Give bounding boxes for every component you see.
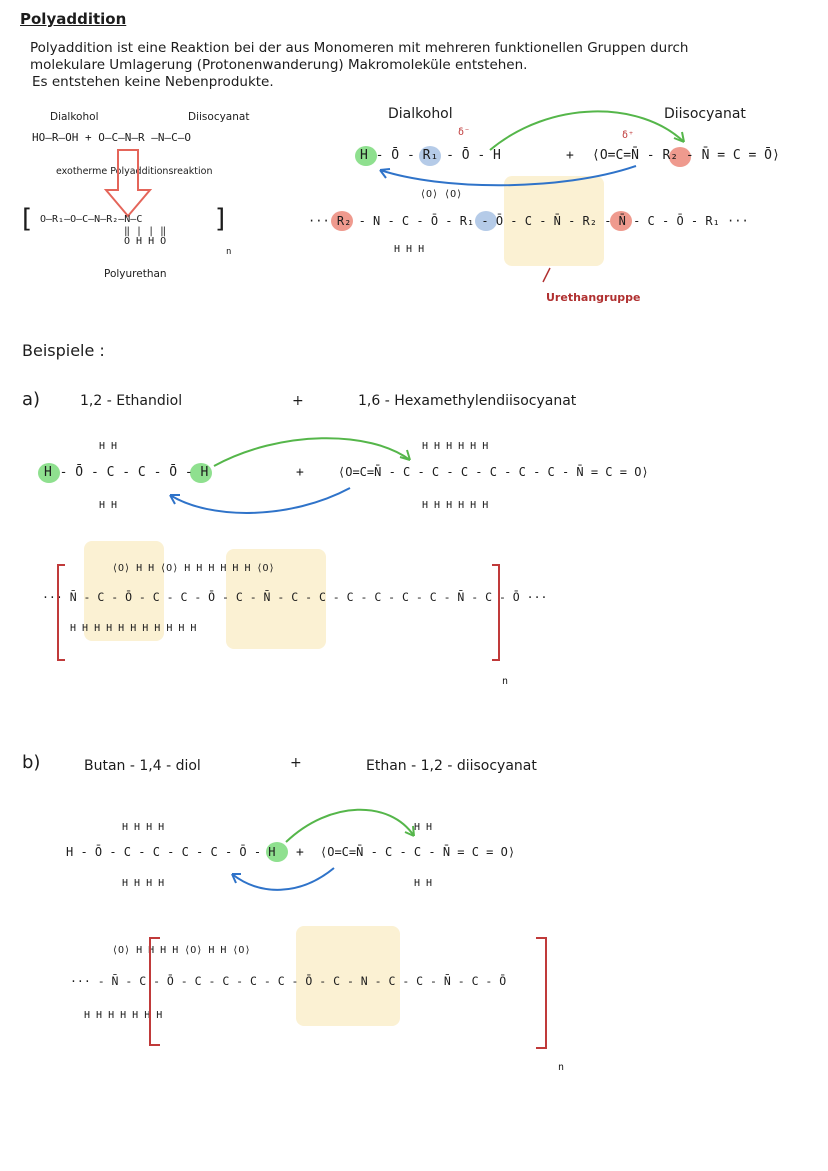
example-a-blue-arrow [169, 487, 351, 514]
chain-r1-dot [475, 211, 497, 231]
example-a-plus-2: + [296, 465, 304, 480]
product-name: Polyurethan [104, 268, 167, 280]
diol-h-dot [38, 463, 60, 483]
example-b-highlight [296, 926, 400, 1026]
urethane-pointer [542, 267, 551, 283]
example-b-plus: + [290, 755, 302, 771]
mechanism-plus: + [566, 148, 574, 163]
intro-line-1: Polyaddition ist eine Reaktion bei der a… [30, 40, 689, 56]
mechanism-chain-top: ⟨O⟩ ⟨O⟩ [420, 189, 463, 200]
product-formula: O—R₁—O—C—N—R₂—N—C [40, 214, 143, 225]
example-a-n: n [502, 676, 509, 687]
general-dialkohol-label: Dialkohol [50, 111, 99, 123]
example-b-reactant1: Butan - 1,4 - diol [84, 758, 201, 774]
diol-b-h-dot [266, 842, 288, 862]
mechanism-green-arrow [489, 110, 685, 151]
example-a-marker: a) [22, 389, 41, 410]
example-b-diol-top: H H H H [122, 822, 165, 833]
r1-highlight-dot [419, 146, 441, 166]
example-a-bracket-left [57, 564, 65, 661]
example-a-diol: H - Ō - C - C - Ō - H [44, 465, 209, 480]
example-a-poly: ··· N̄ - C - Ō - C - C - Ō - C - N̄ - C … [42, 590, 548, 604]
chain-r2-dot [610, 211, 632, 231]
example-a-green-arrow [213, 437, 411, 467]
general-diisocyanat-label: Diisocyanat [188, 111, 250, 123]
product-bracket-right: ] [215, 204, 226, 234]
intro-line-3: Es entstehen keine Nebenprodukte. [32, 74, 274, 90]
example-b-poly: ··· - N̄ - C - Ō - C - C - C - C - Ō - C… [70, 974, 507, 988]
example-a-iso-bottom: H H H H H H [422, 500, 489, 511]
example-a-reactant1: 1,2 - Ethandiol [80, 393, 183, 409]
examples-label: Beispiele : [22, 341, 105, 360]
product-bracket-left: [ [22, 204, 33, 234]
mechanism-dialkohol-label: Dialkohol [388, 106, 453, 122]
product-sub1: ‖ | | ‖ [124, 226, 167, 237]
mechanism-dialkohol-formula: H - Ō - R₁ - Ō - H [360, 148, 501, 163]
example-a-highlight-1 [84, 541, 164, 641]
example-b-green-arrow [285, 808, 415, 843]
delta-minus: δ⁻ [458, 127, 471, 138]
urethane-highlight [504, 176, 604, 266]
mechanism-diisocyanat-label: Diisocyanat [664, 106, 746, 122]
example-a-poly-bottom: H H H H H H H H H H H [70, 623, 197, 634]
example-b-blue-arrow [231, 867, 335, 891]
product-sub2: O H H O [124, 236, 167, 247]
example-a-diol-top: H H [99, 441, 118, 452]
example-a-diol-bottom: H H [99, 500, 118, 511]
example-b-iso-bottom: H H [414, 878, 433, 889]
example-b-bracket-left [149, 937, 160, 1046]
example-b-bracket-right [536, 937, 547, 1049]
h-highlight-dot [355, 146, 377, 166]
general-equation: HO—R—OH + O—C—N—R —N—C—O [32, 131, 191, 144]
example-b-iso-top: H H [414, 822, 433, 833]
example-a-highlight-2 [226, 549, 326, 649]
urethane-label: Urethangruppe [546, 291, 641, 304]
example-a-plus: + [292, 393, 304, 409]
mechanism-chain: ··· R₂ - N - C - Ō - R₁ - Ō - C - N̄ - R… [308, 214, 749, 228]
example-b-poly-top: ⟨O⟩ H H H H ⟨O⟩ H H ⟨O⟩ [112, 945, 251, 956]
example-a-iso: ⟨O=C=N̄ - C - C - C - C - C - C - N̄ = C… [338, 465, 649, 479]
chain-r2-dot [331, 211, 353, 231]
example-a-reactant2: 1,6 - Hexamethylendiisocyanat [358, 393, 577, 409]
mechanism-chain-bottom: H H H [394, 244, 425, 255]
example-b-reactant2: Ethan - 1,2 - diisocyanat [366, 758, 537, 774]
example-b-diol: H - Ō - C - C - C - C - Ō - H [66, 845, 276, 859]
mechanism-blue-arrow [379, 165, 637, 187]
example-a-poly-top: ⟨O⟩ H H ⟨O⟩ H H H H H H ⟨O⟩ [112, 563, 275, 574]
example-b-iso: ⟨O=C=N̄ - C - C - N̄ = C = O⟩ [320, 845, 516, 859]
example-b-n: n [558, 1062, 565, 1073]
example-b-poly-bottom: H H H H H H H [84, 1010, 163, 1021]
delta-plus: δ⁺ [622, 130, 635, 141]
example-b-diol-bottom: H H H H [122, 878, 165, 889]
intro-line-2: molekulare Umlagerung (Protonenwanderung… [30, 57, 528, 73]
example-a-bracket-right [492, 564, 500, 661]
r2-highlight-dot [669, 147, 691, 167]
product-n: n [226, 247, 232, 257]
diol-h-dot [190, 463, 212, 483]
example-b-marker: b) [22, 752, 41, 773]
example-b-plus-2: + [296, 845, 304, 860]
example-a-iso-top: H H H H H H [422, 441, 489, 452]
mechanism-diisocyanat-formula: ⟨O=C=N̄ - R₂ - N̄ = C = Ō⟩ [592, 148, 780, 163]
reaction-label: exotherme Polyadditionsreaktion [56, 166, 213, 177]
page-title: Polyaddition [20, 10, 127, 28]
